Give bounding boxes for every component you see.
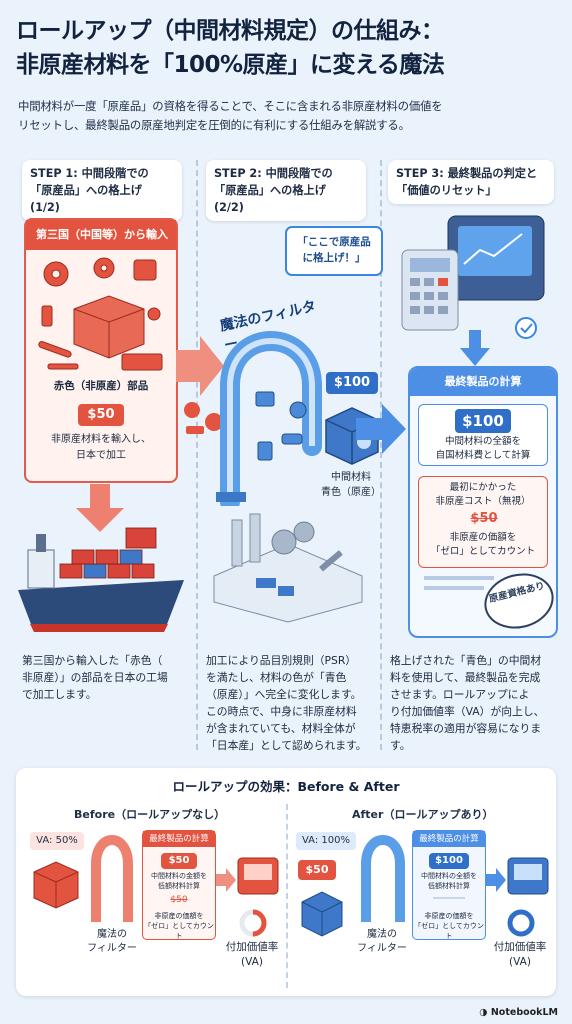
transforming-parts-illustration xyxy=(255,391,307,461)
import-box: 第三国（中国等）から輸入 赤色（非原産）部品 $50 非原産材料を輸入し、日本で… xyxy=(24,218,178,483)
column-divider xyxy=(286,804,288,988)
struck-price: $50 xyxy=(470,511,498,526)
price-tag: $100 xyxy=(326,372,378,394)
step3-header: STEP 3: 最終製品の判定と「価値のリセット」 xyxy=(388,160,554,204)
price-panel: $100 中間材料の全額を自国材料費として計算 xyxy=(418,404,548,466)
step2-header: STEP 2: 中間段階での「原産品」への格上げ (2/2) xyxy=(206,160,366,221)
after-va-donut xyxy=(507,909,535,937)
down-arrow-icon xyxy=(76,484,124,532)
page-subtitle: 中間材料が一度「原産品」の資格を得ることで、そこに含まれる非原産材料の価値を リ… xyxy=(18,99,443,132)
red-parts-illustration xyxy=(38,257,163,371)
final-product-calculation: 最終製品の計算 $100 中間材料の全額を自国材料費として計算 最初にかかった非… xyxy=(408,366,560,638)
blue-product-icon xyxy=(507,857,549,895)
down-arrow-icon xyxy=(460,330,490,366)
step1-header: STEP 1: 中間段階での「原産品」への格上げ (1/2) xyxy=(22,160,182,221)
red-cube-icon xyxy=(33,861,79,909)
red-filter-arch-icon xyxy=(91,835,133,922)
red-product-icon xyxy=(237,857,279,895)
ignored-cost-panel: 最初にかかった非原産コスト（無視） $50 非原産の価額を「ゼロ」としてカウント xyxy=(418,476,548,568)
import-box-header: 第三国（中国等）から輸入 xyxy=(26,220,176,250)
blue-filter-arch-icon xyxy=(361,835,405,922)
price-tag: $50 xyxy=(298,860,336,880)
before-after-panel: ロールアップの効果：Before & After Before（ロールアップなし… xyxy=(16,768,556,996)
before-va-donut xyxy=(239,909,267,937)
price-tag: $100 xyxy=(455,409,511,433)
magic-filter-arch xyxy=(216,331,322,506)
after-va-badge: VA: 100% xyxy=(296,832,356,850)
calc-header: 最終製品の計算 xyxy=(410,368,556,396)
step1-description: 第三国から輸入した「赤色（非原産）」の部品を日本の工場で加工します。 xyxy=(22,654,168,701)
right-arrow-icon xyxy=(216,868,236,892)
before-va-badge: VA: 50% xyxy=(30,832,84,850)
right-arrow-icon xyxy=(176,336,224,396)
price-tag: $50 xyxy=(78,404,124,426)
right-arrow-icon xyxy=(486,868,506,892)
intermediate-material-label: 中間材料青色（原産） xyxy=(321,472,381,498)
logo-icon: ◑ xyxy=(479,1007,491,1018)
before-calc-card: 最終製品の計算 $50 中間材料の金額を低額材料計算 $50 非原産の価額を「ゼ… xyxy=(142,830,216,940)
red-parts-label: 赤色（非原産）部品 xyxy=(53,380,149,392)
page-title: ロールアップ（中間材料規定）の仕組み： 非原産材料を「100%原産」に変える魔法 xyxy=(16,18,445,78)
placeholder-line xyxy=(424,576,494,580)
before-after-title: ロールアップの効果：Before & After xyxy=(172,779,400,794)
calculator-computer-illustration xyxy=(401,215,545,339)
right-arrow-icon xyxy=(356,404,406,454)
step2-description: 加工により品目別規則（PSR）を満たし、材料の色が「青色（原産）」へ完全に変化し… xyxy=(206,654,367,752)
blue-cube-icon xyxy=(301,891,343,937)
cargo-ship-illustration xyxy=(18,527,184,632)
after-label: After（ロールアップあり） xyxy=(352,808,494,821)
column-divider xyxy=(380,160,382,750)
step3-description: 格上げされた「青色」の中間材料を使用して、最終製品を完成させます。ロールアップに… xyxy=(390,654,545,752)
placeholder-line xyxy=(424,586,484,590)
before-label: Before（ロールアップなし） xyxy=(74,808,226,821)
after-calc-card: 最終製品の計算 $100 中間材料の全額を低額材料計算 非原産の価額を「ゼロ」と… xyxy=(412,830,486,940)
upgrade-speech-bubble: 「ここで原産品に格上げ！」 xyxy=(285,226,383,276)
factory-illustration xyxy=(213,513,363,623)
column-divider xyxy=(196,160,198,750)
import-note: 非原産材料を輸入し、日本で加工 xyxy=(51,434,151,461)
red-gears-illustration xyxy=(184,402,223,434)
notebooklm-logo: ◑ NotebookLM xyxy=(479,1007,558,1018)
